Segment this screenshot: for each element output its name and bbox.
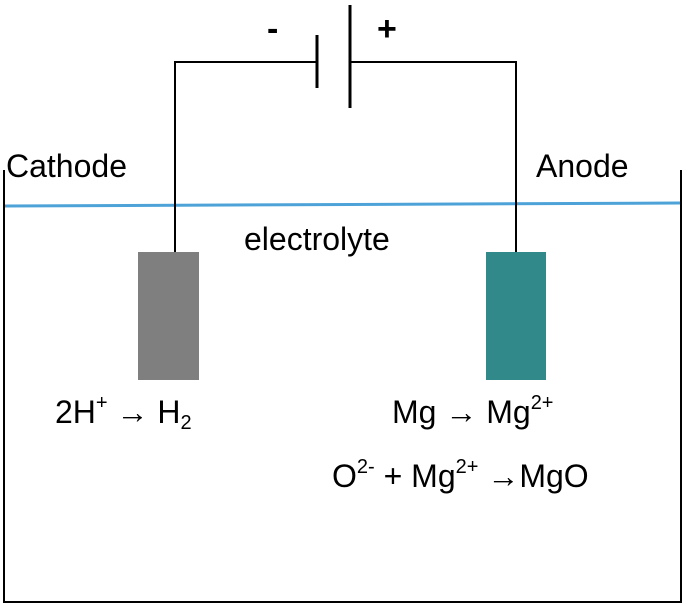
cell-container xyxy=(3,170,682,603)
oxide-ion: O xyxy=(332,458,357,494)
oxide-magnesium-ion: Mg xyxy=(411,458,456,494)
anode-product: Mg xyxy=(486,394,531,430)
anode-product-charge: 2+ xyxy=(530,392,554,414)
cathode-reaction-arrow: → xyxy=(116,394,149,430)
electrolyte-label: electrolyte xyxy=(244,221,390,257)
battery-plus-sign: + xyxy=(377,10,397,48)
cathode-product-subscript: 2 xyxy=(180,412,192,434)
oxide-ion-charge: 2- xyxy=(356,456,375,478)
oxide-product: MgO xyxy=(519,458,589,494)
electrolyte-surface-line xyxy=(4,201,681,208)
anode-reactant: Mg xyxy=(392,394,437,430)
anode-reaction-arrow: → xyxy=(445,394,478,430)
cathode-reaction: 2H+ → H2 xyxy=(55,393,192,433)
anode-electrode xyxy=(486,252,546,380)
battery-minus-sign: - xyxy=(267,10,279,48)
cathode-reactant: 2H xyxy=(55,394,96,430)
oxide-magnesium-charge: 2+ xyxy=(455,456,479,478)
cathode-label: Cathode xyxy=(6,148,127,184)
oxide-reaction: O2- + Mg2+ →MgO xyxy=(332,457,589,494)
cathode-wire xyxy=(174,61,317,252)
cathode-reactant-charge: + xyxy=(95,392,108,414)
anode-label: Anode xyxy=(536,148,629,184)
oxide-reaction-arrow: → xyxy=(487,458,520,494)
cathode-product: H xyxy=(157,394,181,430)
oxide-plus-sign: + xyxy=(383,458,403,494)
anode-reaction: Mg → Mg2+ xyxy=(392,393,554,430)
cathode-electrode xyxy=(138,252,199,380)
anode-wire xyxy=(350,61,517,252)
